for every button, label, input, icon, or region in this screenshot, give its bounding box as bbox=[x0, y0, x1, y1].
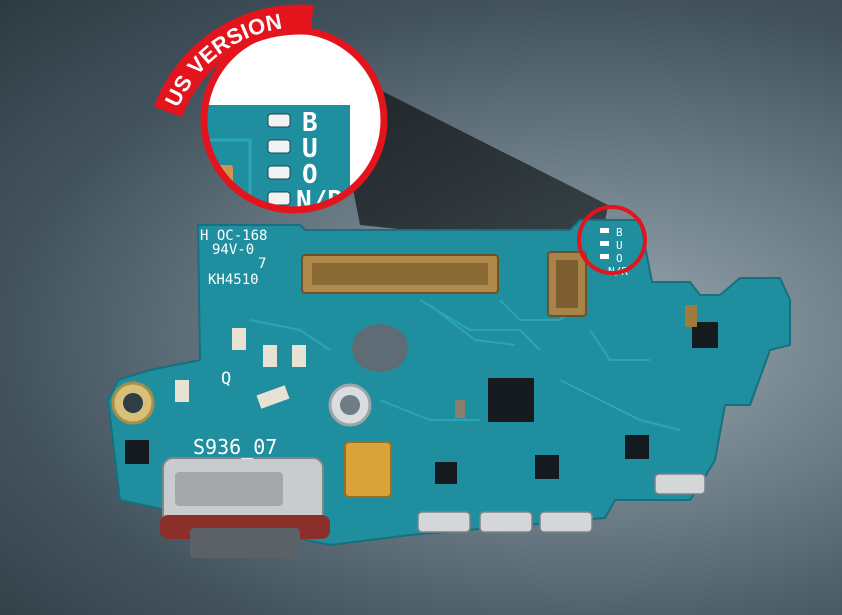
mounting-hole-center bbox=[328, 383, 372, 427]
silk-q-label: Q bbox=[221, 369, 231, 389]
silk-line1: H OC-168 bbox=[200, 228, 267, 244]
zoom-label-o: O bbox=[302, 160, 318, 190]
charging-port-board: H OC-168 94V-0 7 KH4510 Q S936_07 B U O … bbox=[106, 219, 791, 558]
mini-label-b: B bbox=[616, 226, 623, 239]
silk-line4: KH4510 bbox=[208, 272, 259, 288]
zoom-label-b: B bbox=[302, 108, 318, 138]
main-ic-chip bbox=[488, 378, 534, 422]
mini-label-o: O bbox=[616, 252, 623, 265]
magnifier-beam bbox=[330, 70, 608, 250]
usb-c-port bbox=[160, 457, 330, 558]
zoom-label-u: U bbox=[302, 134, 318, 164]
silk-model: S936_07 bbox=[193, 435, 277, 459]
mini-label-u: U bbox=[616, 239, 623, 252]
center-cutout bbox=[352, 324, 408, 372]
ic-chip bbox=[625, 435, 649, 459]
microphone-module bbox=[344, 441, 392, 498]
spring-contacts bbox=[417, 473, 706, 533]
ic-chip bbox=[435, 462, 457, 484]
ic-chip bbox=[125, 440, 149, 464]
mounting-hole-left bbox=[111, 381, 155, 425]
silk-line3: 7 bbox=[258, 256, 266, 272]
ic-chip bbox=[535, 455, 559, 479]
connector-pins bbox=[312, 263, 488, 285]
board-traces bbox=[249, 299, 681, 431]
silk-line2: 94V-0 bbox=[212, 242, 254, 258]
highlight-circle bbox=[577, 205, 647, 275]
small-connector-pins bbox=[556, 260, 578, 308]
small-components bbox=[175, 305, 697, 418]
